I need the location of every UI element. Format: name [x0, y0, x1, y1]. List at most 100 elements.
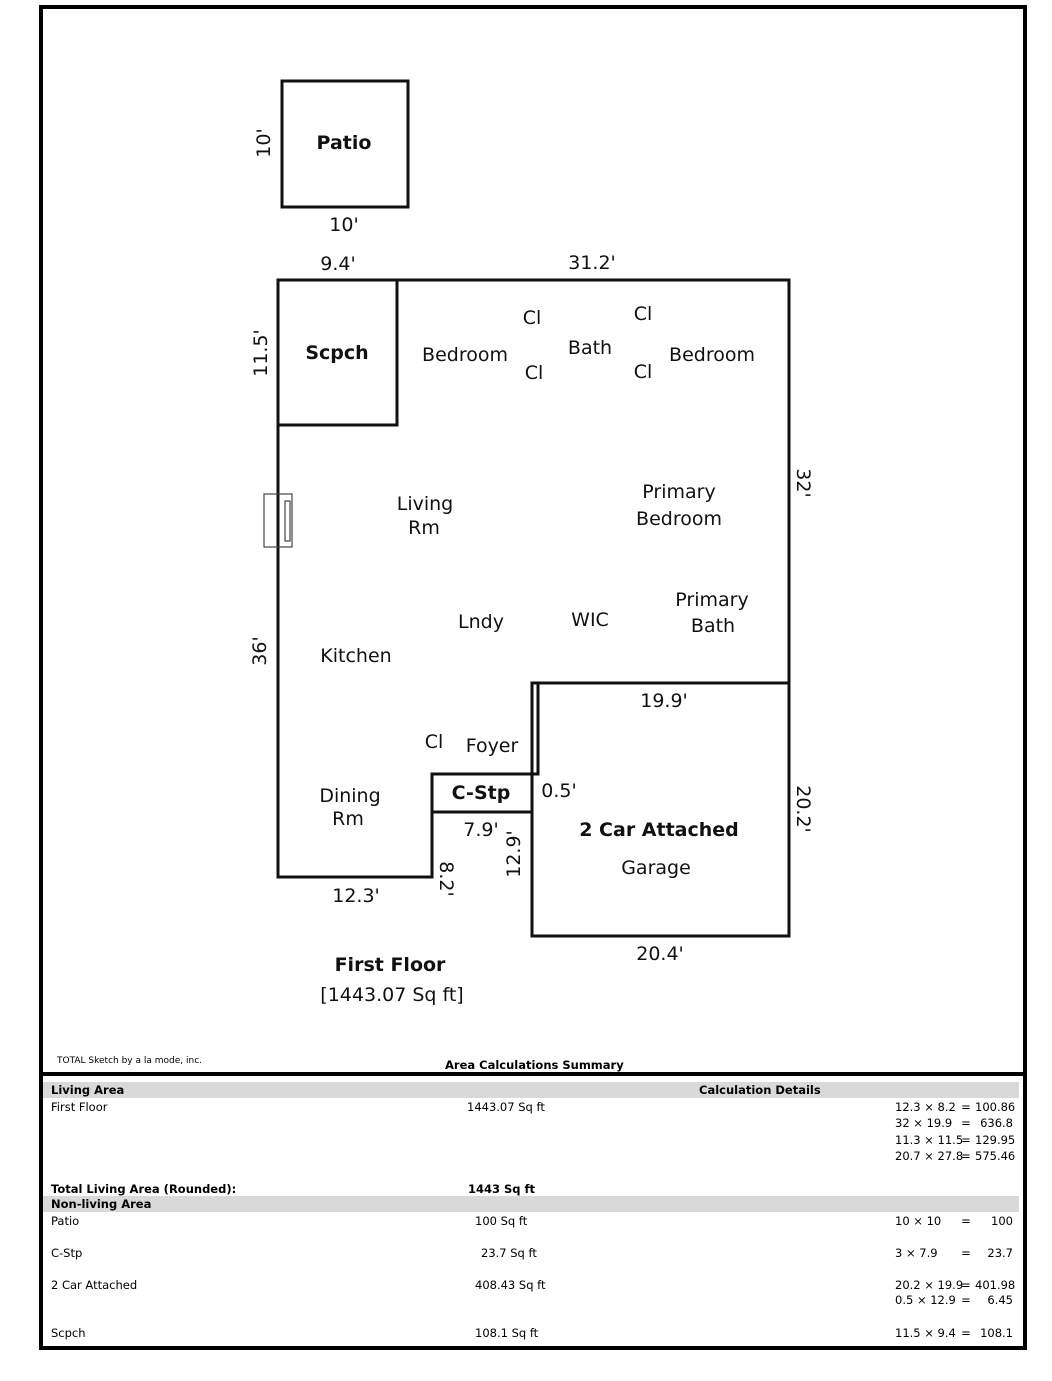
fireplace-icon	[263, 493, 293, 548]
row-name: Scpch	[51, 1326, 86, 1340]
dim-top-left: 9.4'	[320, 253, 355, 275]
dim-dining-bottom: 12.3'	[332, 885, 380, 907]
dim-cstp-bottom: 7.9'	[463, 819, 498, 841]
room-living: Rm	[408, 517, 440, 539]
floor-area: [1443.07 Sq ft]	[320, 984, 463, 1006]
calc-eq: =	[961, 1246, 971, 1260]
calc-result: 108.1	[980, 1326, 1013, 1340]
row-area: 23.7 Sq ft	[481, 1246, 537, 1260]
room-kitchen: Kitchen	[320, 645, 391, 667]
room-dining: Rm	[332, 808, 364, 830]
calc-result: 575.46	[975, 1149, 1016, 1163]
calc-line: 0.5 × 12.9 = 6.45	[895, 1293, 1013, 1307]
calc-eq: =	[961, 1149, 971, 1163]
dim-garage-top: 19.9'	[640, 690, 688, 712]
dim-scpch-left: 11.5'	[250, 329, 272, 377]
living-area-label: Living Area	[51, 1083, 125, 1097]
dim-right-upper: 32'	[792, 468, 814, 497]
dim-garage-left: 12.9'	[503, 830, 525, 878]
row-name: First Floor	[51, 1100, 108, 1114]
area-summary-table: Living Area Calculation Details First Fl…	[43, 1072, 1023, 1348]
total-label: Total Living Area (Rounded):	[51, 1182, 237, 1196]
calc-expr: 11.3 × 11.5	[895, 1133, 964, 1147]
calc-line: 3 × 7.9 = 23.7	[895, 1246, 1013, 1260]
calc-eq: =	[961, 1133, 971, 1147]
calc-result: 129.95	[975, 1133, 1016, 1147]
total-row: Total Living Area (Rounded): 1443 Sq ft	[43, 1181, 1019, 1197]
calc-line: 20.2 × 19.9= 401.98	[895, 1278, 1016, 1292]
calc-line: 11.5 × 9.4=108.1	[895, 1326, 1013, 1340]
dim-garage-bottom: 20.4'	[636, 943, 684, 965]
total-value: 1443 Sq ft	[468, 1182, 536, 1196]
calc-eq: =	[961, 1116, 971, 1130]
room-primary-bath: Bath	[691, 615, 735, 637]
calc-expr: 0.5 × 12.9	[895, 1293, 956, 1307]
dim-garage-right: 20.2'	[792, 785, 814, 833]
dim-left-main: 36'	[249, 636, 271, 665]
calc-expr: 12.3 × 8.2	[895, 1100, 956, 1114]
room-dining: Dining	[319, 785, 380, 807]
calc-result: 23.7	[987, 1246, 1013, 1260]
calc-result: 636.8	[980, 1116, 1013, 1130]
floor-plan: Patio Scpch Bedroom Cl Cl Bath Cl Cl Bed…	[249, 79, 814, 1006]
calc-line: 11.3 × 11.5= 129.95	[895, 1133, 1016, 1147]
floor-title: First Floor	[335, 954, 446, 976]
calc-result: 401.98	[975, 1278, 1016, 1292]
nonliving-area-label: Non-living Area	[51, 1197, 152, 1211]
dim-cstp-right: 0.5'	[541, 780, 576, 802]
calc-expr: 20.2 × 19.9	[895, 1278, 964, 1292]
calc-line: 32 × 19.9 = 636.8	[895, 1116, 1013, 1130]
table-row: 2 Car Attached 408.43 Sq ft	[43, 1277, 1019, 1293]
main-house-outline	[276, 278, 791, 879]
room-primary-bedroom: Bedroom	[636, 508, 722, 530]
row-area: 108.1 Sq ft	[475, 1326, 539, 1340]
room-wic: WIC	[571, 609, 609, 631]
calc-eq: =	[961, 1326, 971, 1340]
nonliving-area-header: Non-living Area	[43, 1196, 1019, 1212]
room-closet: Cl	[523, 307, 542, 329]
dim-patio-left: 10'	[253, 128, 275, 157]
living-area-header: Living Area Calculation Details	[43, 1082, 1019, 1098]
calc-expr: 3 × 7.9	[895, 1246, 938, 1260]
table-row: Patio 100 Sq ft	[43, 1213, 1019, 1229]
calc-line: 20.7 × 27.8= 575.46	[895, 1149, 1016, 1163]
room-primary-bath: Primary	[675, 589, 748, 611]
room-bedroom: Bedroom	[669, 344, 755, 366]
table-row: First Floor 1443.07 Sq ft	[43, 1099, 1019, 1115]
row-name: Patio	[51, 1214, 80, 1228]
calc-result: 6.45	[987, 1293, 1013, 1307]
room-foyer: Foyer	[466, 735, 519, 757]
calc-expr: 10 × 10	[895, 1214, 942, 1228]
room-laundry: Lndy	[458, 611, 504, 633]
calc-result: 100	[991, 1214, 1013, 1228]
patio-outline	[280, 79, 410, 209]
calc-expr: 32 × 19.9	[895, 1116, 953, 1130]
dim-top-right: 31.2'	[568, 252, 616, 274]
calc-eq: =	[961, 1293, 971, 1307]
calc-expr: 20.7 × 27.8	[895, 1149, 964, 1163]
room-bath: Bath	[568, 337, 612, 359]
room-garage: Garage	[621, 857, 691, 879]
table-row: C-Stp 23.7 Sq ft	[43, 1245, 1019, 1261]
room-garage: 2 Car Attached	[579, 819, 739, 841]
room-closet: Cl	[425, 731, 444, 753]
room-bedroom: Bedroom	[422, 344, 508, 366]
calc-line: 12.3 × 8.2 = 100.86	[895, 1100, 1016, 1114]
row-name: C-Stp	[51, 1246, 83, 1260]
software-credit: TOTAL Sketch by a la mode, inc.	[57, 1056, 203, 1066]
table-row: Scpch 108.1 Sq ft	[43, 1325, 1019, 1341]
calc-result: 100.86	[975, 1100, 1016, 1114]
dim-dining-right: 8.2'	[435, 861, 457, 896]
room-cstp: C-Stp	[452, 782, 511, 804]
row-area: 408.43 Sq ft	[475, 1278, 546, 1292]
room-primary-bedroom: Primary	[642, 481, 715, 503]
row-name: 2 Car Attached	[51, 1278, 138, 1292]
calc-eq: =	[961, 1278, 971, 1292]
calc-eq: =	[961, 1100, 971, 1114]
room-closet: Cl	[634, 361, 653, 383]
calc-details-label: Calculation Details	[699, 1083, 821, 1097]
page-frame	[39, 5, 1027, 1350]
garage-outline	[530, 681, 791, 938]
room-scpch: Scpch	[305, 342, 368, 364]
calc-eq: =	[961, 1214, 971, 1228]
